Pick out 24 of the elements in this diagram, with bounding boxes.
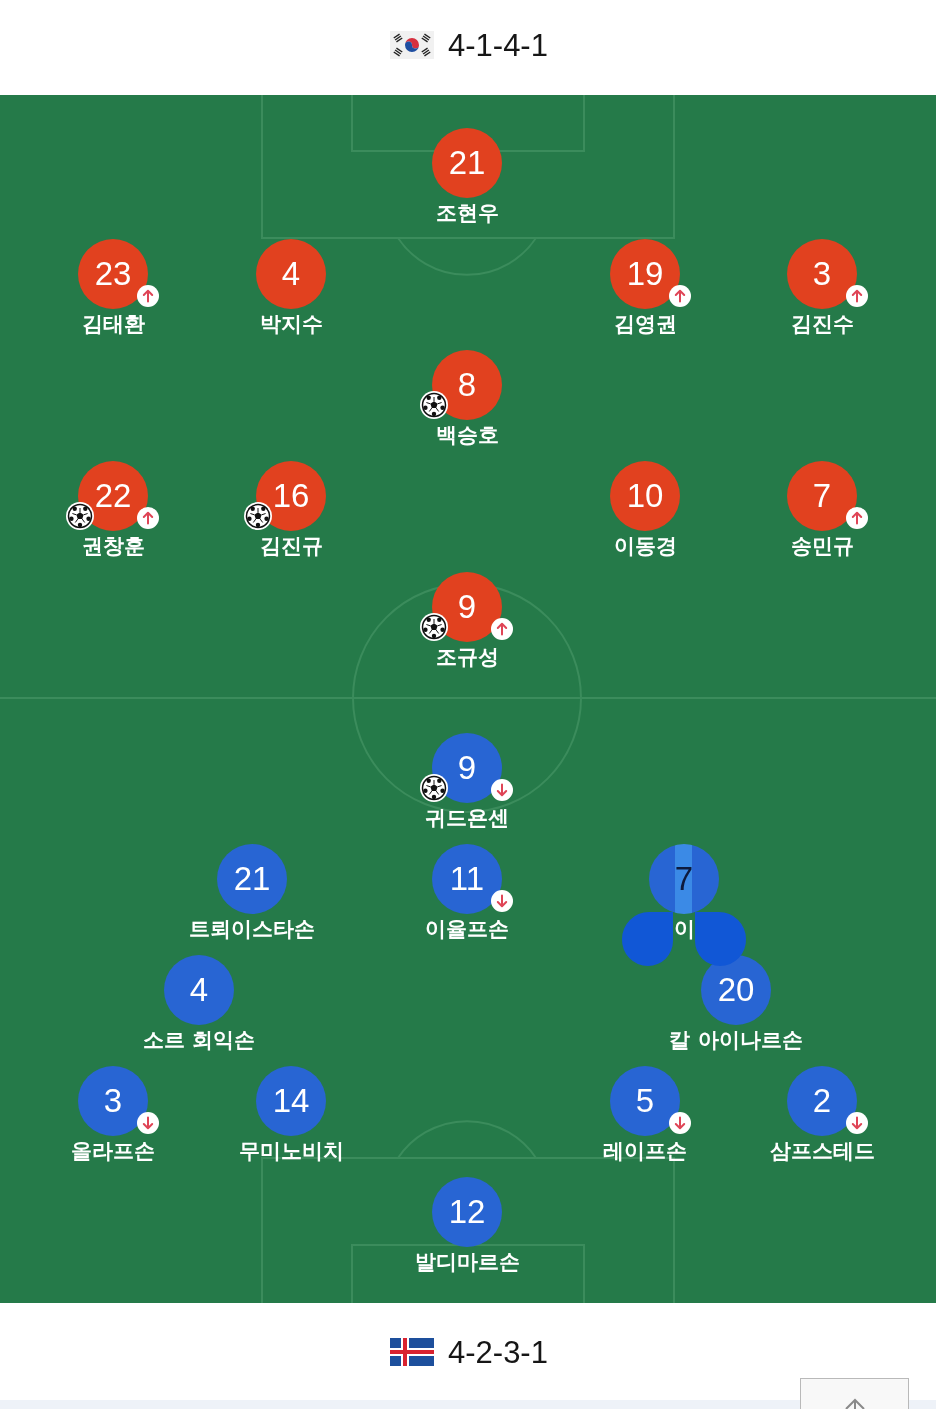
player-name: 이율프손 xyxy=(425,916,509,942)
player-name: 레이프손 xyxy=(603,1138,687,1164)
player-name: 이 xyxy=(673,916,695,942)
formation-label: 4-1-4-1 xyxy=(448,28,548,64)
player-name: 이동경 xyxy=(613,533,677,559)
player-name: 김진규 xyxy=(259,533,323,559)
player-name: 트뢰이스타손 xyxy=(189,916,315,942)
player-name: 김영권 xyxy=(613,311,677,337)
player-name: 발디마르손 xyxy=(414,1249,520,1275)
player-name: 무미노비치 xyxy=(238,1138,344,1164)
player-name: 백승호 xyxy=(435,422,499,448)
player-name: 조규성 xyxy=(435,644,499,670)
player-name: 귀드욘센 xyxy=(425,805,509,831)
player-name: 권창훈 xyxy=(81,533,145,559)
player-name: 삼프스테드 xyxy=(769,1138,875,1164)
player-name: 칼 아이나르손 xyxy=(669,1027,803,1053)
formation-label: 4-2-3-1 xyxy=(448,1335,548,1371)
player-name: 박지수 xyxy=(259,311,323,337)
player-name: 소르 회익손 xyxy=(142,1027,256,1053)
player-name: 조현우 xyxy=(435,200,499,226)
player-name: 김태환 xyxy=(81,311,145,337)
player-name: 송민규 xyxy=(790,533,854,559)
player-name: 올라프손 xyxy=(71,1138,155,1164)
player-name: 김진수 xyxy=(790,311,854,337)
